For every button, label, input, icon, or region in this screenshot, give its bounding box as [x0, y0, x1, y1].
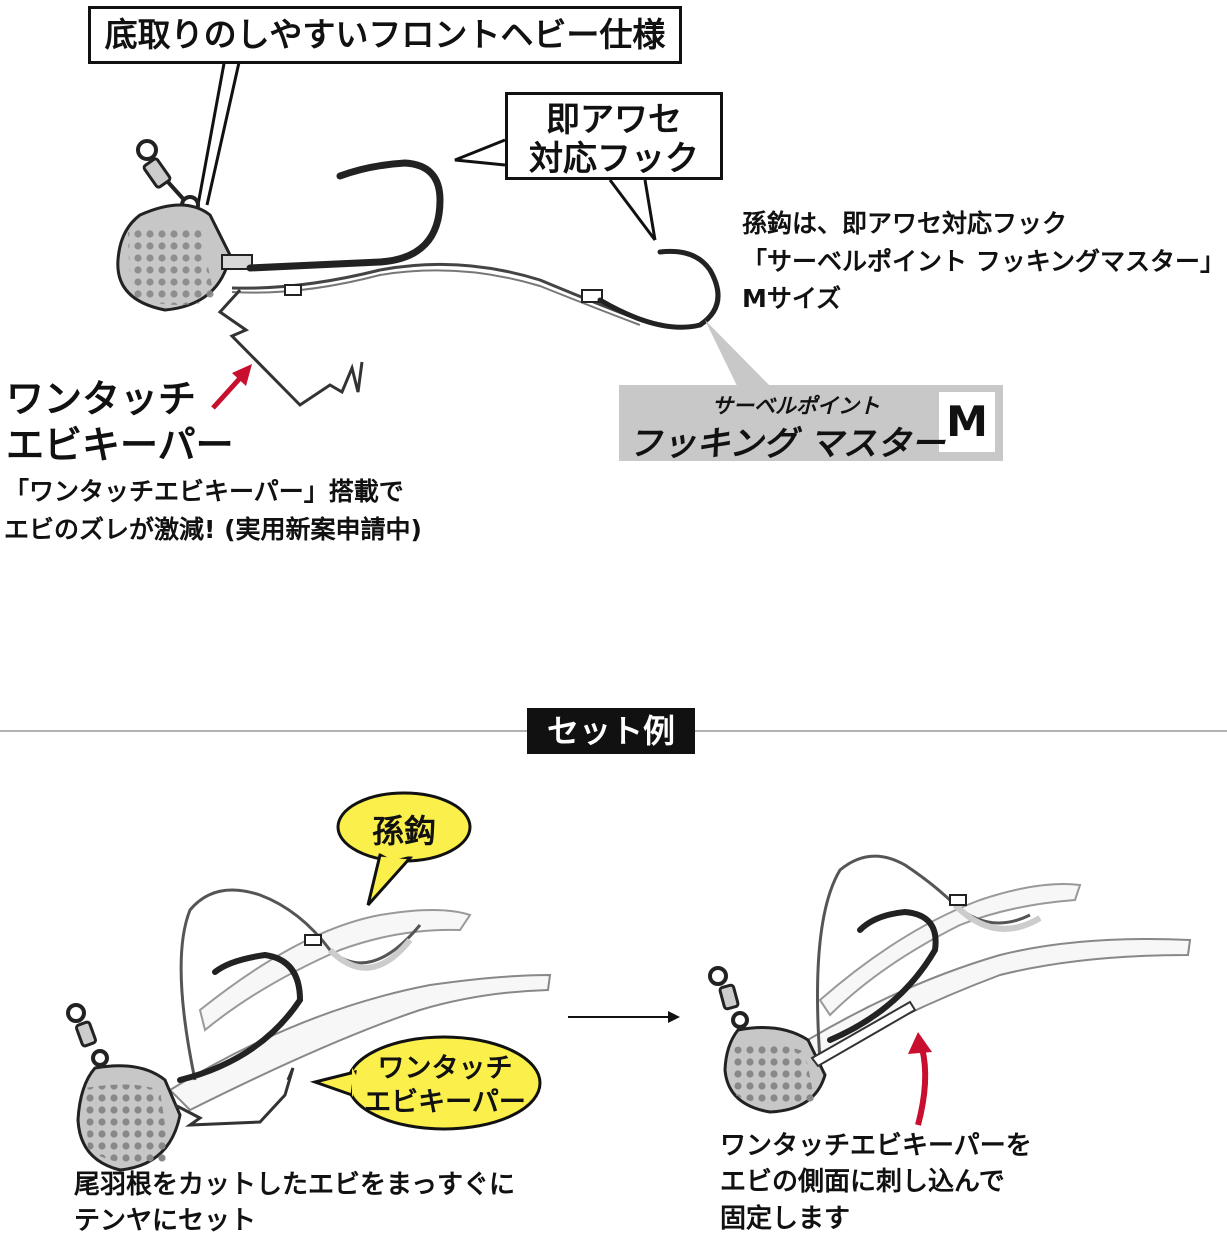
step2-line2: エビの側面に刺し込んで: [720, 1167, 1005, 1198]
step1-caption: 尾羽根をカットしたエビをまっすぐに テンヤにセット: [74, 1167, 515, 1240]
callout-hook: 即アワセ 対応フック: [505, 92, 723, 180]
keeper-title-line1: ワンタッチ: [6, 377, 197, 421]
bubble-keeper-line2: エビキーパー: [364, 1086, 526, 1118]
product-label-large: フッキング マスター: [628, 424, 945, 464]
step2-line3: 固定します: [720, 1203, 851, 1234]
keeper-description: 「ワンタッチエビキーパー」搭載で エビのズレが激減! (実用新案申請中): [4, 473, 422, 548]
hook-desc-line3: Mサイズ: [742, 284, 842, 313]
bubble-mago-text: 孫鈎: [371, 812, 436, 850]
callout-front-heavy-text: 底取りのしやすいフロントヘビー仕様: [104, 15, 666, 54]
step2-line1: ワンタッチエビキーパーを: [720, 1131, 1032, 1161]
keeper-desc-line2: エビのズレが激減! (実用新案申請中): [4, 514, 422, 544]
keeper-title: ワンタッチ エビキーパー: [6, 377, 234, 468]
step2-caption: ワンタッチエビキーパーを エビの側面に刺し込んで 固定します: [720, 1128, 1032, 1237]
callout-front-heavy: 底取りのしやすいフロントヘビー仕様: [88, 6, 682, 64]
keeper-title-line2: エビキーパー: [6, 422, 234, 467]
hook-desc-line1: 孫鈎は、即アワセ対応フック: [742, 209, 1068, 238]
step1-line2: テンヤにセット: [74, 1206, 257, 1237]
keeper-desc-line1: 「ワンタッチエビキーパー」搭載で: [4, 477, 404, 506]
step1-line1: 尾羽根をカットしたエビをまっすぐに: [74, 1170, 515, 1200]
top-tenya-drawing: [116, 57, 1003, 461]
hook-desc-line2: 「サーベルポイント フッキングマスター」: [742, 246, 1225, 276]
callout-hook-line1: 即アワセ: [546, 100, 682, 140]
callout-hook-line2: 対応フック: [529, 139, 699, 180]
product-label-small: サーベルポイント: [712, 394, 880, 418]
setup-step2-drawing: [708, 854, 1192, 1126]
product-size-badge: M: [946, 397, 988, 446]
hook-description: 孫鈎は、即アワセ対応フック 「サーベルポイント フッキングマスター」 Mサイズ: [742, 205, 1225, 318]
section-title: セット例: [546, 712, 675, 750]
section-title-bg: [527, 708, 695, 754]
bubble-keeper-text: ワンタッチ エビキーパー: [350, 1052, 540, 1120]
bubble-keeper-line1: ワンタッチ: [377, 1053, 513, 1084]
setup-step1-drawing: [66, 791, 552, 1172]
